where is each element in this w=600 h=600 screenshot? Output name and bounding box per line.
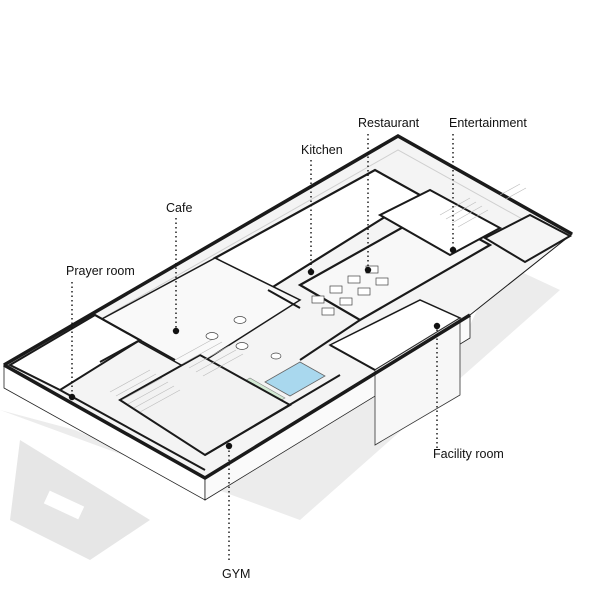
inner-wall-back — [19, 149, 561, 366]
dot-kitchen — [307, 268, 315, 276]
label-gym: GYM — [222, 567, 251, 581]
dot-restaurant — [364, 266, 372, 274]
label-entertainment: Entertainment — [449, 116, 527, 130]
entertainment-room-right — [482, 213, 573, 264]
ground-shadow-lower — [10, 440, 150, 560]
cafe-tables — [205, 316, 282, 360]
cafe-area — [98, 257, 302, 371]
stair-hatch-center — [174, 337, 244, 377]
stair-hatch-right — [439, 183, 527, 228]
outer-wall-back — [3, 133, 573, 367]
entertainment-room — [377, 188, 503, 257]
label-facility-room: Facility room — [433, 447, 504, 461]
dot-gym — [225, 442, 233, 450]
label-cafe: Cafe — [166, 201, 193, 215]
leader-lines — [71, 134, 454, 560]
leader-dots — [68, 246, 457, 450]
facility-room-face — [374, 317, 461, 446]
stair-hatch-left — [109, 369, 181, 413]
dot-prayer-room — [68, 393, 76, 401]
dot-cafe — [172, 327, 180, 335]
label-prayer-room: Prayer room — [66, 264, 135, 278]
dot-entertainment — [449, 246, 457, 254]
label-kitchen: Kitchen — [301, 143, 343, 157]
outer-wall-front — [3, 313, 471, 481]
ground-shadow-patch — [43, 490, 85, 520]
dot-facility-room — [433, 322, 441, 330]
restaurant-tables — [311, 265, 389, 316]
partition-walls — [59, 289, 376, 471]
pool — [264, 361, 326, 397]
label-restaurant: Restaurant — [358, 116, 420, 130]
